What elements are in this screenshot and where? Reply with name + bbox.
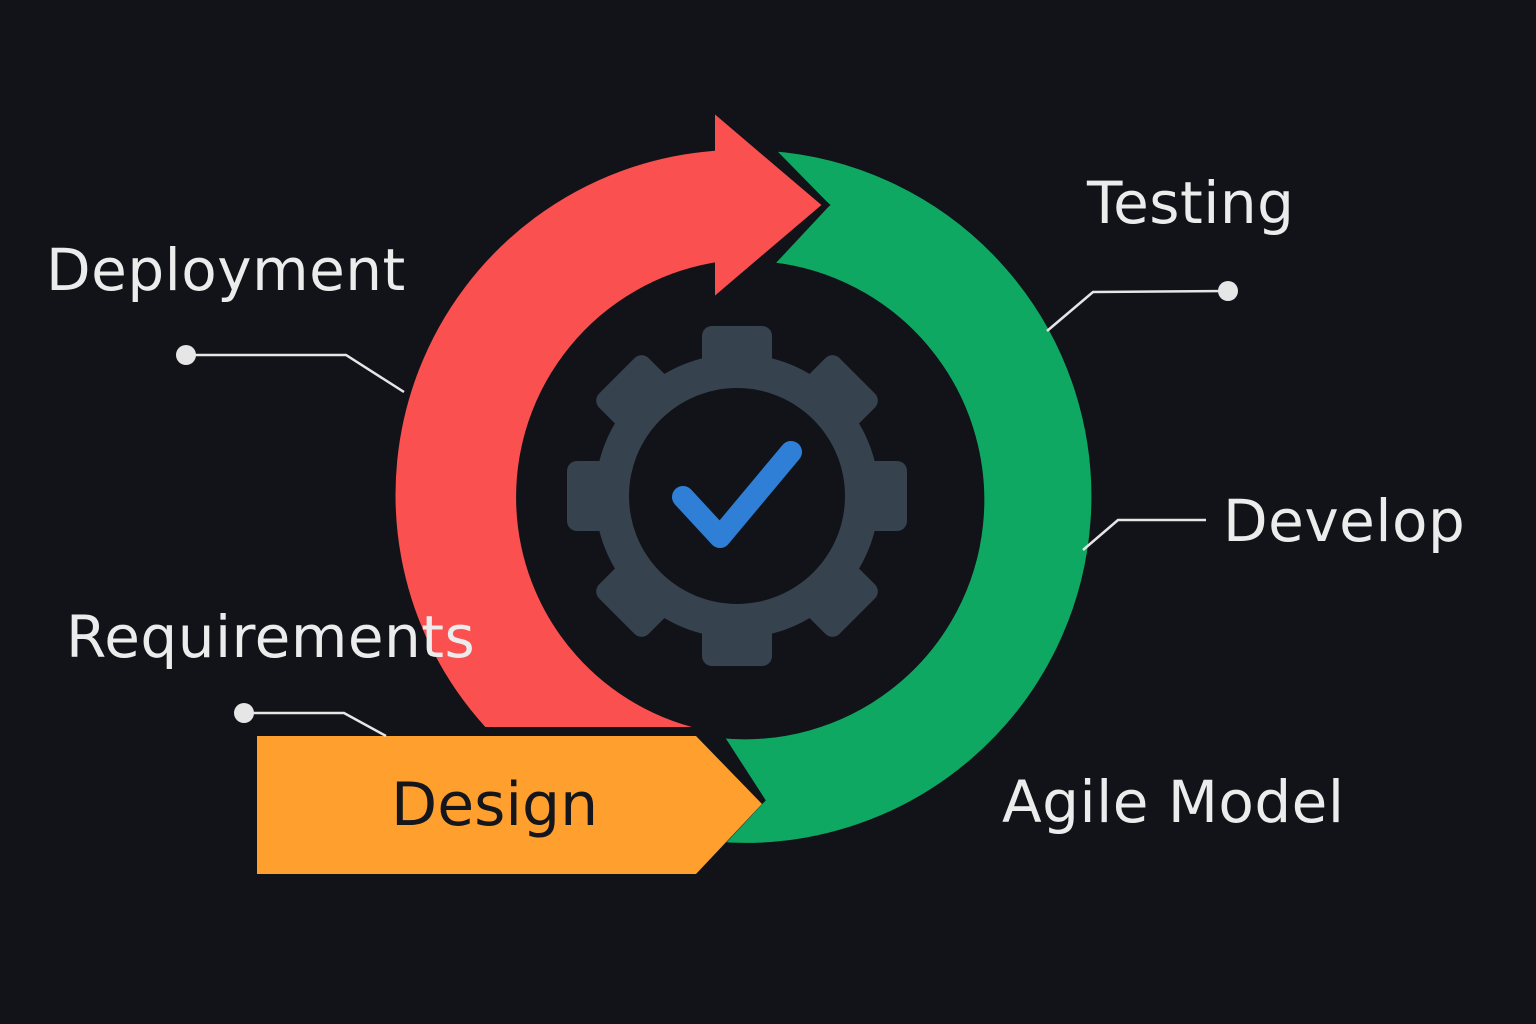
connector-testing (1046, 281, 1238, 332)
stage-label-design: Design (391, 770, 599, 840)
design-banner-shape (257, 736, 762, 874)
stage-label-requirements: Requirements (66, 603, 476, 671)
checkmark-icon (672, 441, 802, 548)
green-cycle-arc (713, 144, 1098, 849)
red-cycle-arrow (389, 101, 831, 733)
stage-label-develop: Develop (1223, 487, 1466, 555)
connector-deployment (176, 345, 405, 394)
gear-inner-hole (629, 388, 845, 604)
connector-requirements (234, 703, 387, 738)
connector-develop (1082, 518, 1206, 551)
stage-label-testing: Testing (1087, 169, 1295, 237)
stage-label-deployment: Deployment (46, 236, 406, 304)
diagram-title: Agile Model (1002, 768, 1345, 836)
